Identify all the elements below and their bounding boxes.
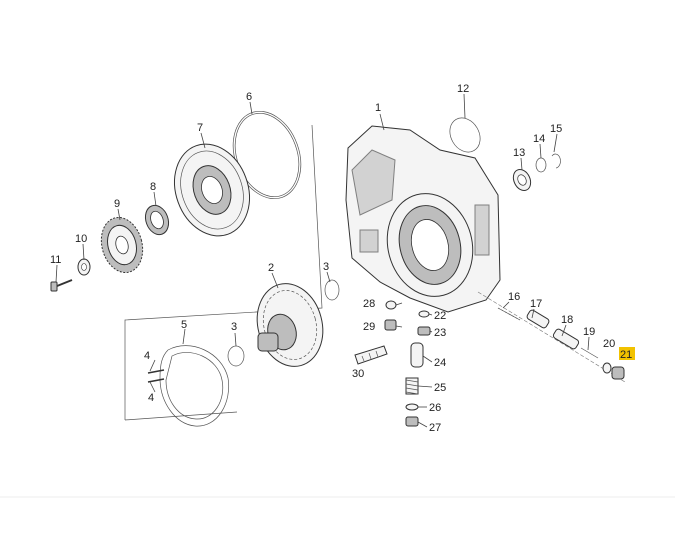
part-21-plug <box>611 366 625 380</box>
part-23-nut <box>417 326 431 336</box>
callout-3-upper: 3 <box>323 261 329 273</box>
part-4-pin-upper <box>147 369 165 374</box>
callout-21: 21 <box>620 349 632 361</box>
callout-26: 26 <box>429 402 441 414</box>
part-29-plug <box>384 319 397 331</box>
callout-24: 24 <box>434 357 446 369</box>
callout-14: 14 <box>533 133 545 145</box>
part-25-spring <box>405 377 419 395</box>
part-3-o-ring-upper <box>324 279 340 301</box>
part-28-seal <box>385 300 397 310</box>
part-18-piston <box>552 328 580 350</box>
part-11-bolt <box>50 279 73 292</box>
part-13-bearing <box>512 168 532 192</box>
callout-29: 29 <box>363 321 375 333</box>
part-22-washer <box>418 310 430 318</box>
part-15-snap-ring <box>551 153 561 169</box>
part-9-gear <box>100 216 144 274</box>
callout-15: 15 <box>550 123 562 135</box>
callout-28: 28 <box>363 298 375 310</box>
callout-4-lower: 4 <box>148 392 154 404</box>
callout-labels: 1 2 3 3 4 4 5 6 7 8 9 10 11 12 13 14 15 … <box>50 83 632 434</box>
valve-axis-line <box>477 291 626 383</box>
callout-8: 8 <box>150 181 156 193</box>
callout-6: 6 <box>246 91 252 103</box>
callout-9: 9 <box>114 198 120 210</box>
part-8-bearing <box>144 204 170 236</box>
part-7-flange-plate <box>174 143 250 237</box>
callout-20: 20 <box>603 338 615 350</box>
callout-4-upper: 4 <box>144 350 150 362</box>
part-19-spring <box>580 347 599 359</box>
leader-lines <box>55 93 590 428</box>
part-26-washer <box>405 403 419 411</box>
callout-23: 23 <box>434 327 446 339</box>
part-2-pump-body <box>256 283 324 367</box>
callout-3-lower: 3 <box>231 321 237 333</box>
part-16-spring <box>497 307 521 321</box>
part-12-snap-ring <box>449 117 481 153</box>
callout-25: 25 <box>434 382 446 394</box>
callout-27: 27 <box>429 422 441 434</box>
callout-19: 19 <box>583 326 595 338</box>
assembly-outline <box>124 124 323 421</box>
callout-2: 2 <box>268 262 274 274</box>
callout-16: 16 <box>508 291 520 303</box>
callout-12: 12 <box>457 83 469 95</box>
callout-30: 30 <box>352 368 364 380</box>
callout-11: 11 <box>50 254 61 266</box>
callout-5: 5 <box>181 319 187 331</box>
part-4-pin-lower <box>147 378 165 383</box>
callout-1: 1 <box>375 102 381 114</box>
callout-18: 18 <box>561 314 573 326</box>
part-27-plug <box>405 416 419 427</box>
callout-7: 7 <box>197 122 203 134</box>
callout-17: 17 <box>530 298 542 310</box>
callout-10: 10 <box>75 233 87 245</box>
part-1-housing <box>345 125 501 313</box>
part-10-washer <box>77 258 91 276</box>
part-30-strainer <box>354 345 388 365</box>
callout-13: 13 <box>513 147 525 159</box>
callout-22: 22 <box>434 310 446 322</box>
part-20-washer <box>602 362 612 374</box>
part-24-valve <box>410 342 424 368</box>
callout-21-highlight <box>619 347 635 360</box>
